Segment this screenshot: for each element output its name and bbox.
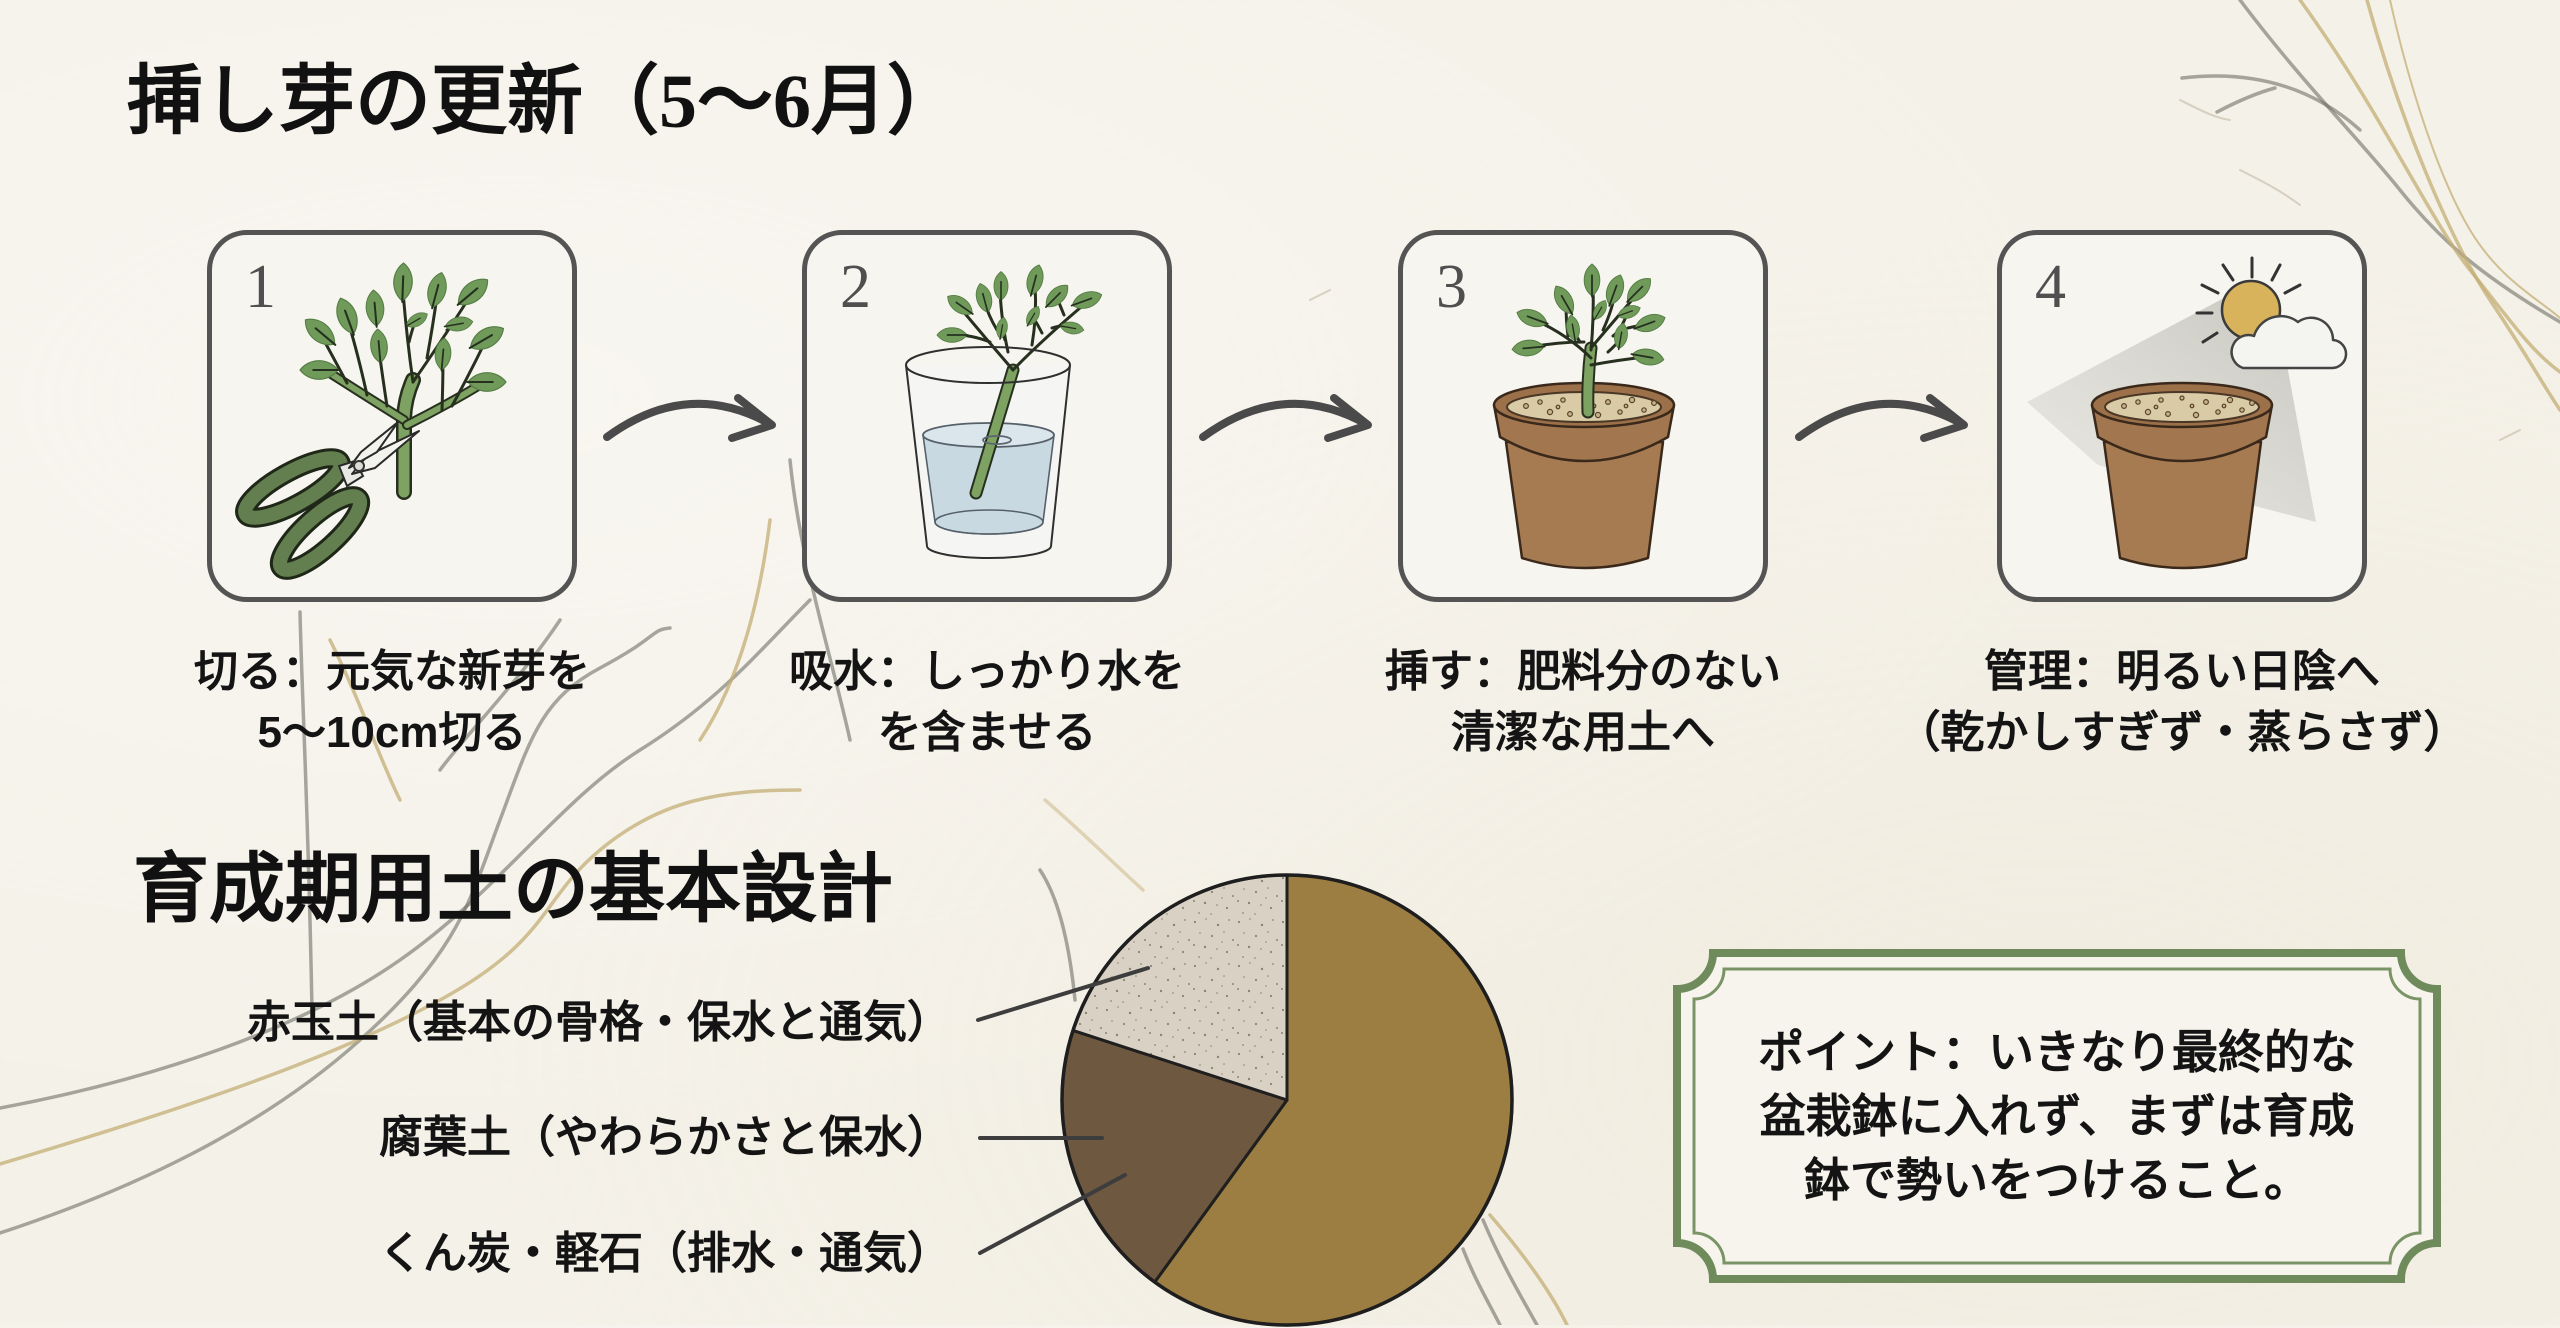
- point-line: 鉢で勢いをつけること。: [1804, 1154, 2310, 1206]
- soil-label-akadama: 赤玉土（基本の骨格・保水と通気）: [247, 998, 951, 1047]
- step-card-3: 3: [1398, 230, 1768, 602]
- step-caption-4: 管理：明るい日陰へ （乾かしすぎず・蒸らさず）: [1832, 641, 2532, 763]
- soil-label-charcoal-pumice: くん炭・軽石（排水・通気）: [379, 1229, 951, 1278]
- leaves: [936, 262, 1106, 344]
- pot-in-bright-shade-icon: [2027, 256, 2348, 570]
- step-caption-line: 清潔な用土へ: [1451, 708, 1715, 757]
- point-line: 盆栽鉢に入れず、まずは育成: [1759, 1090, 2355, 1142]
- step-number: 2: [840, 253, 871, 321]
- sprig-in-water-glass-icon: [905, 262, 1106, 559]
- scissors: [235, 421, 420, 580]
- step-caption-3: 挿す：肥料分のない 清潔な用土へ: [1233, 641, 1933, 763]
- cloud-icon: [2230, 314, 2348, 370]
- leaves: [298, 261, 510, 393]
- step-caption-line: 5〜10cm切る: [257, 708, 527, 757]
- soil-mix-pie-chart: [1060, 873, 1514, 1327]
- pie-slices: [1060, 873, 1514, 1327]
- potted-cutting-icon: [1492, 263, 1676, 570]
- step-number: 3: [1436, 253, 1467, 321]
- step-caption-2: 吸水：しっかり水を を含ませる: [637, 641, 1337, 763]
- step-caption-line: 吸水：しっかり水を: [789, 647, 1185, 696]
- step-caption-line: 挿す：肥料分のない: [1385, 647, 1781, 696]
- point-line: ポイント：いきなり最終的な: [1758, 1026, 2356, 1078]
- soil-label-leaf-mold: 腐葉土（やわらかさと保水）: [379, 1113, 951, 1162]
- step-number: 4: [2035, 253, 2066, 321]
- scissors-cutting-sprig-icon: [235, 261, 510, 580]
- step-card-4: 4: [1997, 230, 2367, 602]
- point-box-frame: [1673, 949, 2441, 1283]
- section-title-cuttings: 挿し芽の更新（5〜6月）: [127, 60, 963, 144]
- step-card-1: 1: [207, 230, 577, 602]
- sun-rays: [2195, 256, 2302, 344]
- section-title-soil-design: 育成期用土の基本設計: [133, 848, 893, 932]
- step-caption-1: 切る：元気な新芽を 5〜10cm切る: [42, 641, 742, 763]
- step-caption-line: 管理：明るい日陰へ: [1984, 647, 2380, 696]
- step-caption-line: （乾かしすぎず・蒸らさず）: [1896, 708, 2468, 757]
- terracotta-pot: [2090, 381, 2274, 570]
- point-box-text: ポイント：いきなり最終的な 盆栽鉢に入れず、まずは育成 鉢で勢いをつけること。: [1673, 1020, 2441, 1212]
- step-caption-line: を含ませる: [877, 708, 1097, 757]
- step-card-2: 2: [802, 230, 1172, 602]
- glass-outline: [905, 346, 1071, 559]
- step-caption-line: 切る：元気な新芽を: [194, 647, 590, 696]
- step-number: 1: [245, 253, 276, 321]
